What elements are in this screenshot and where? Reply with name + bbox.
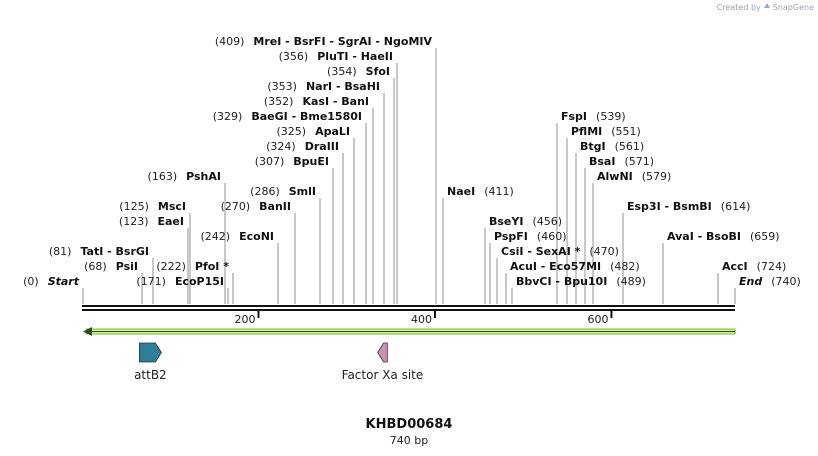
site-position-label: (329) (213, 110, 243, 123)
snapgene-credit: Created by SnapGene (717, 2, 814, 12)
feature-label: Factor Xa site (342, 368, 424, 382)
site-position-label: (470) (589, 245, 619, 258)
site-position-label: (286) (250, 185, 280, 198)
enzyme-name-label: BanII (259, 200, 291, 213)
enzyme-name-label: ApaLI (315, 125, 350, 138)
site-position-label: (460) (537, 230, 567, 243)
site-position-label: (352) (264, 95, 294, 108)
enzyme-name-label: PflMI (571, 125, 602, 138)
site-position-label: (270) (221, 200, 251, 213)
snapgene-logo (763, 2, 771, 12)
site-position-label: (163) (148, 170, 178, 183)
site-position-label: (171) (136, 275, 166, 288)
site-position-label: (482) (610, 260, 640, 273)
site-position-label: (123) (119, 215, 149, 228)
enzyme-name-label: TatI - BsrGI (80, 245, 149, 258)
enzyme-name-label: AlwNI (597, 170, 633, 183)
site-position-label: (325) (276, 125, 306, 138)
site-position-label: (456) (532, 215, 562, 228)
feature-arrow (138, 342, 162, 363)
site-position-label: (561) (615, 140, 645, 153)
site-position-label: (324) (266, 140, 296, 153)
site-position-label: (571) (624, 155, 654, 168)
enzyme-name-label: MreI - BsrFI - SgrAI - NgoMIV (253, 35, 432, 48)
enzyme-name-label: CsiI - SexAI * (501, 245, 581, 258)
site-position-label: (354) (327, 65, 357, 78)
snapgene-logo-icon (763, 3, 770, 8)
site-position-label: (614) (721, 200, 751, 213)
site-position-label: (551) (611, 125, 641, 138)
site-position-label: (489) (616, 275, 646, 288)
enzyme-name-label: PspFI (494, 230, 528, 243)
enzyme-name-label: NarI - BsaHI (306, 80, 380, 93)
feature-label: attB2 (134, 368, 167, 382)
enzyme-name-label: KasI - BanI (302, 95, 369, 108)
ruler-tick-label: 400 (411, 313, 432, 326)
enzyme-name-label: BtgI (580, 140, 606, 153)
site-position-label: (125) (119, 200, 149, 213)
enzyme-name-label: NaeI (447, 185, 475, 198)
plasmid-name: KHBD00684 (365, 417, 453, 432)
enzyme-name-label: EaeI (158, 215, 185, 228)
enzyme-name-label: BaeGI - Bme1580I (251, 110, 362, 123)
ruler-tick-label: 600 (587, 313, 608, 326)
site-position-label: (0) (23, 275, 39, 288)
enzyme-name-label: PfoI * (195, 260, 229, 273)
site-position-label: (724) (757, 260, 787, 273)
enzyme-name-label: AccI (722, 260, 748, 273)
enzyme-name-label: End (739, 275, 762, 288)
site-position-label: (411) (484, 185, 514, 198)
enzyme-name-label: BpuEI (293, 155, 329, 168)
site-position-label: (740) (771, 275, 801, 288)
enzyme-name-label: BbvCI - Bpu10I (516, 275, 607, 288)
enzyme-name-label: PshAI (186, 170, 221, 183)
credit-brand: SnapGene (772, 2, 814, 12)
enzyme-name-label: Esp3I - BsmBI (627, 200, 712, 213)
site-position-label: (81) (49, 245, 72, 258)
enzyme-name-label: AvaI - BsoBI (667, 230, 741, 243)
feature-arrow (377, 342, 388, 363)
plasmid-length: 740 bp (389, 434, 429, 447)
site-position-label: (356) (279, 50, 309, 63)
site-position-label: (539) (596, 110, 626, 123)
site-position-label: (68) (84, 260, 107, 273)
enzyme-name-label: PluTI - HaeII (317, 50, 393, 63)
ruler-tick-label: 200 (234, 313, 255, 326)
enzyme-name-label: BseYI (489, 215, 523, 228)
site-position-label: (409) (215, 35, 245, 48)
site-position-label: (242) (201, 230, 231, 243)
site-position-label: (353) (267, 80, 297, 93)
site-position-label: (307) (255, 155, 285, 168)
site-position-label: (222) (156, 260, 186, 273)
enzyme-name-label: PsiI (116, 260, 138, 273)
enzyme-name-label: DraIII (305, 140, 339, 153)
enzyme-name-label: EcoP15I (175, 275, 224, 288)
credit-prefix: Created by (716, 2, 761, 12)
enzyme-name-label: FspI (561, 110, 587, 123)
enzyme-name-label: SfoI (366, 65, 390, 78)
site-position-label: (579) (642, 170, 672, 183)
enzyme-name-label: EcoNI (239, 230, 274, 243)
site-position-label: (659) (750, 230, 780, 243)
enzyme-name-label: AcuI - Eco57MI (510, 260, 601, 273)
enzyme-name-label: MscI (158, 200, 186, 213)
enzyme-name-label: BsaI (589, 155, 615, 168)
enzyme-name-label: Start (48, 275, 80, 288)
enzyme-name-label: SmlI (289, 185, 316, 198)
